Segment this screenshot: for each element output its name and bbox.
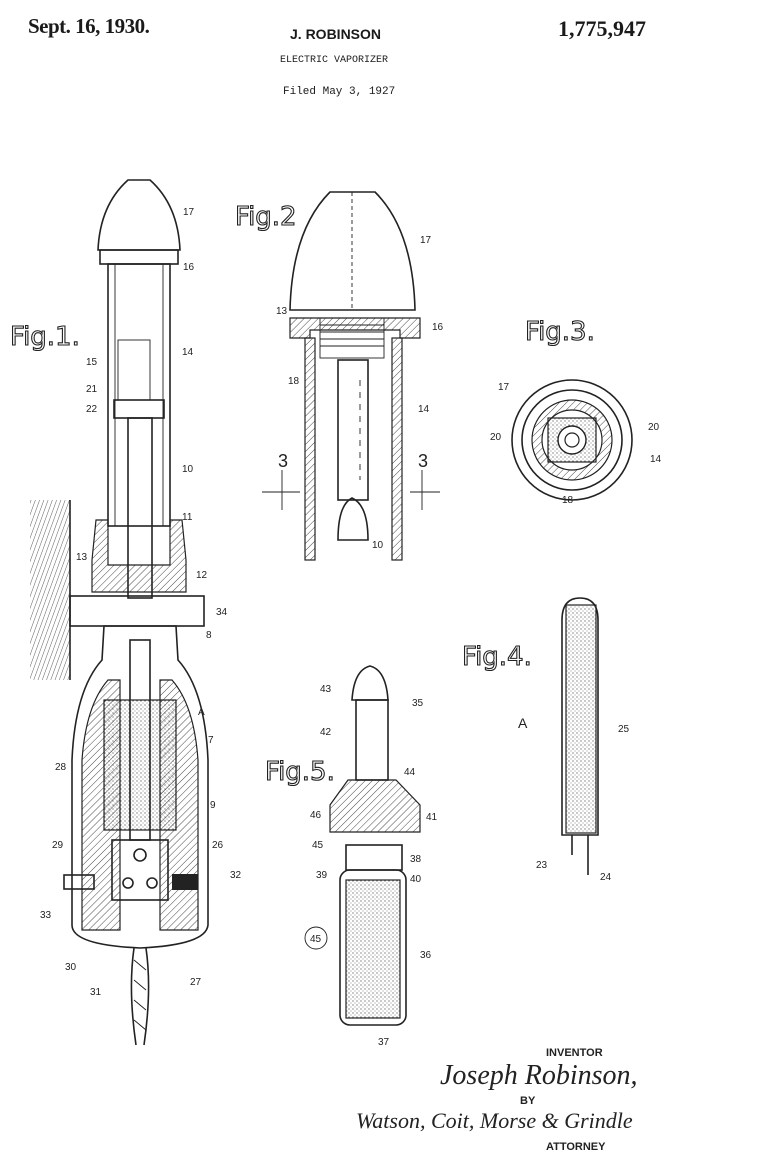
fig5-caption: Fig.5. [265, 757, 335, 787]
fig2-cap [290, 318, 420, 338]
reference-numeral: 13 [76, 552, 88, 563]
figure-5: Fig.5. 43 35 42 44 46 41 45 38 39 40 45 … [265, 666, 438, 1048]
attorney-label: ATTORNEY [546, 1141, 606, 1153]
reference-numeral: 43 [320, 684, 332, 695]
reference-numeral: 8 [206, 630, 212, 641]
reference-numeral: 9 [210, 800, 216, 811]
fig2-tube-wall-right [392, 338, 402, 560]
fig5-stem [356, 700, 388, 780]
reference-numeral: 38 [410, 854, 422, 865]
inventor-label: INVENTOR [546, 1047, 603, 1059]
reference-numeral: 17 [420, 235, 432, 246]
reference-numeral: 40 [410, 874, 422, 885]
reference-numeral: 45 [310, 934, 322, 945]
fig1-switch-button [172, 874, 198, 890]
by-label: BY [520, 1095, 536, 1107]
reference-numeral: 14 [182, 347, 194, 358]
fig1-glass-tube [108, 264, 170, 526]
fig3-caption: Fig.3. [525, 317, 595, 347]
fig2-tube-wall-left [305, 338, 315, 560]
reference-numeral: 11 [182, 512, 193, 523]
reference-numeral: 10 [182, 464, 194, 475]
reference-numeral: 20 [490, 432, 502, 443]
reference-numeral: 27 [190, 977, 202, 988]
reference-numeral: 14 [418, 404, 430, 415]
reference-numeral: 15 [86, 357, 98, 368]
reference-numeral: 10 [372, 540, 384, 551]
reference-numeral: 37 [378, 1037, 390, 1048]
reference-numeral: 46 [310, 810, 322, 821]
reference-numeral: 18 [288, 376, 300, 387]
fig1-clamp-band [70, 596, 204, 626]
fig1-collar [92, 520, 186, 592]
attorney-signature: Watson, Coit, Morse & Grindle [356, 1108, 633, 1133]
reference-numeral: 22 [86, 404, 98, 415]
fig1-absorbent-material [104, 700, 176, 830]
reference-numeral: 32 [230, 870, 242, 881]
reference-numeral: 26 [212, 840, 224, 851]
fig5-connector [346, 845, 402, 870]
fig2-caption: Fig.2 [235, 202, 297, 232]
reference-numeral: 12 [196, 570, 208, 581]
fig2-heater-rod [338, 360, 368, 500]
reference-numeral: 13 [276, 306, 288, 317]
figure-4: Fig.4. A 25 23 24 [462, 598, 630, 883]
reference-numeral: 34 [216, 607, 228, 618]
reference-numeral: 41 [426, 812, 438, 823]
reference-numeral: 36 [420, 950, 432, 961]
reference-numeral: 21 [86, 384, 98, 395]
reference-numeral: 3 [278, 451, 288, 471]
reference-numeral: 18 [562, 495, 574, 506]
reference-numeral: 24 [600, 872, 612, 883]
reference-numeral: 30 [65, 962, 77, 973]
inventor-signature: Joseph Robinson, [440, 1060, 638, 1091]
reference-numeral: 42 [320, 727, 332, 738]
figure-2: Fig.2 17 13 16 18 14 3 3 10 [235, 192, 444, 560]
reference-numeral: 35 [412, 698, 424, 709]
fig1-cord [131, 948, 148, 1045]
reference-numeral: 17 [498, 382, 510, 393]
fig5-flange [330, 780, 420, 832]
figure-3: Fig.3. 17 20 20 14 18 [490, 317, 662, 506]
fig1-nose-cone [98, 180, 180, 250]
reference-numeral: 39 [316, 870, 328, 881]
reference-numeral: 16 [432, 322, 444, 333]
reference-numeral: 45 [312, 840, 324, 851]
reference-numeral: 7 [208, 735, 214, 746]
reference-numeral: 23 [536, 860, 548, 871]
reference-numeral: 25 [618, 724, 630, 735]
reference-numeral: 33 [40, 910, 52, 921]
reference-numeral: 14 [650, 454, 662, 465]
reference-numeral: 28 [55, 762, 67, 773]
fig4-caption: Fig.4. [462, 642, 532, 672]
fig5-nose [352, 666, 388, 700]
reference-numeral: 20 [648, 422, 660, 433]
reference-numeral: 44 [404, 767, 416, 778]
signature-block: INVENTOR Joseph Robinson, BY Watson, Coi… [356, 1047, 638, 1153]
reference-numeral: 17 [183, 207, 195, 218]
fig1-cap-ring [100, 250, 178, 264]
fig1-caption: Fig.1. [10, 322, 80, 352]
reference-numeral: 16 [183, 262, 195, 273]
fig1-wall [30, 500, 70, 680]
reference-numeral: A [518, 715, 528, 731]
reference-numeral: 29 [52, 840, 64, 851]
fig2-nose-cone [290, 192, 415, 310]
figure-1: Fig.1. 17 16 15 14 21 22 10 11 [10, 180, 242, 1045]
reference-numeral: 31 [90, 987, 102, 998]
reference-numeral: 3 [418, 451, 428, 471]
reference-numeral: A [198, 707, 205, 718]
